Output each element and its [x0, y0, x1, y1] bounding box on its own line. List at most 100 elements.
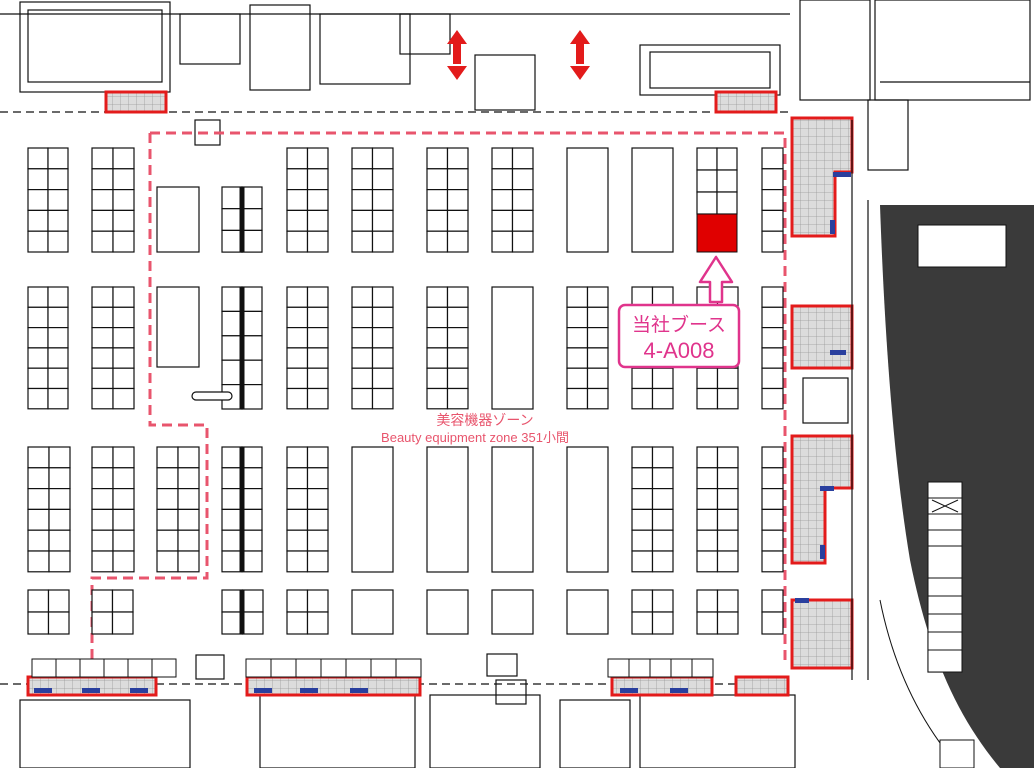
booth-cell [586, 387, 609, 410]
booth-cell [306, 286, 329, 308]
booth-cell [696, 387, 719, 410]
booth-cell [761, 446, 784, 469]
booth-cell [91, 286, 114, 308]
booth-cell [761, 286, 784, 308]
booth-cell [651, 387, 674, 410]
booth-cell [221, 335, 243, 361]
booth-cell [631, 387, 654, 410]
booth-cell [586, 367, 609, 390]
bottom-booth-cell [691, 658, 714, 678]
booth-cell [651, 488, 674, 511]
booth-cell [426, 306, 449, 329]
booth-cell [696, 550, 719, 573]
right-hatched-areas [790, 116, 854, 670]
booth-cell [112, 327, 135, 349]
booth-cell [47, 347, 69, 369]
booth-cell [27, 446, 50, 469]
bottom-booth-cell [31, 658, 57, 678]
booth-cell [511, 168, 534, 191]
booth-cell [91, 327, 114, 349]
booth-cell [631, 467, 654, 490]
booth-cell [631, 611, 654, 635]
booth-cell [651, 611, 674, 635]
booth-cell [286, 529, 309, 552]
booth-cell [91, 589, 114, 613]
booth-cell [491, 189, 514, 212]
booth-cell [221, 286, 243, 312]
booth-cell [286, 446, 309, 469]
booth-open [426, 446, 469, 573]
booth-cell [761, 611, 784, 635]
booth-cell [446, 230, 469, 253]
booth-cell [221, 229, 243, 253]
highlighted-booth-4-A008[interactable] [696, 213, 738, 253]
booth-cell [351, 209, 374, 232]
booth-cell [306, 327, 329, 349]
booth-cell [491, 147, 514, 170]
booth-cell [426, 387, 449, 410]
booth-cell [491, 209, 514, 232]
booth-cell [47, 209, 69, 232]
booth-cell [241, 589, 264, 613]
booth-cell [91, 347, 114, 369]
booth-cell [306, 387, 329, 410]
booth-cell [111, 611, 134, 635]
booth-cell [491, 168, 514, 191]
booth-cell [446, 168, 469, 191]
booth-cell [286, 488, 309, 511]
booth-cell [586, 286, 609, 308]
booth-cell [286, 306, 309, 329]
booth-cell [371, 367, 394, 390]
top-hatched-areas [104, 90, 778, 114]
booth-cell [696, 446, 719, 469]
booth-cell [221, 359, 243, 386]
bottom-booth-cell [670, 658, 693, 678]
booth-cell [48, 529, 71, 552]
booth-cell [761, 189, 784, 212]
booth-cell [156, 446, 179, 469]
booth-cell [761, 347, 784, 369]
booth-cell [241, 208, 263, 231]
booth-cell [91, 508, 114, 531]
booth-cell [221, 508, 243, 531]
booth-cell [696, 488, 719, 511]
booth-cell [426, 327, 449, 349]
booth-cell [27, 327, 49, 349]
booth-cell [48, 446, 71, 469]
booth-cell [177, 508, 200, 531]
booth-cell [306, 611, 329, 635]
booth-cell [286, 286, 309, 308]
booth-cell [371, 387, 394, 410]
booth-cell [47, 168, 69, 191]
booth-cell [371, 286, 394, 308]
booth-cell [221, 589, 244, 613]
booth-cell [351, 306, 374, 329]
booth-callout-label: 当社ブース [632, 313, 726, 336]
booth-cell [91, 446, 114, 469]
bench [191, 391, 233, 401]
booth-cell [696, 589, 719, 613]
booth-cell [761, 367, 784, 390]
booth-cell [177, 446, 200, 469]
booth-cell [446, 286, 469, 308]
booth-cell [241, 384, 263, 410]
booth-cell [426, 286, 449, 308]
booth-cell [631, 446, 654, 469]
booth-cell [112, 147, 135, 170]
booth-cell [112, 209, 135, 232]
booth-cell [221, 208, 243, 231]
booth-grid [27, 147, 784, 635]
booth-cell [446, 306, 469, 329]
bottom-booth-cell [395, 658, 422, 678]
booth-cell [306, 147, 329, 170]
booth-cell [241, 310, 263, 337]
booth-cell [761, 488, 784, 511]
booth-cell [47, 286, 69, 308]
booth-cell [426, 168, 449, 191]
booth-cell [371, 168, 394, 191]
booth-cell [241, 186, 263, 210]
booth-cell [112, 286, 135, 308]
booth-cell [221, 310, 243, 337]
booth-cell [351, 327, 374, 349]
booth-cell [761, 168, 784, 191]
